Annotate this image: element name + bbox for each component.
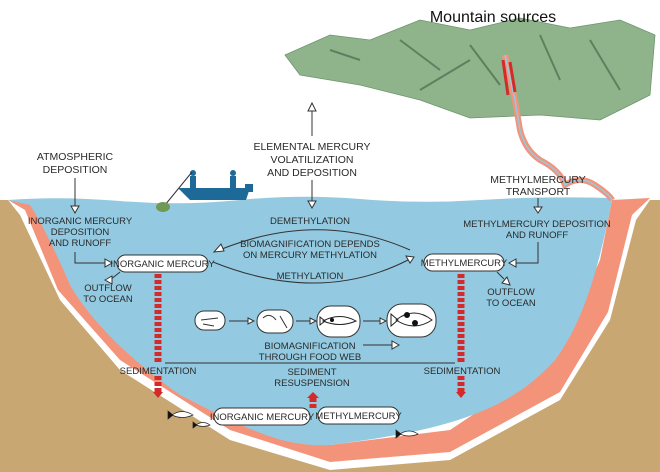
small-fish-icon bbox=[319, 315, 358, 327]
inorganic-mercury-sediment-label: INORGANIC MERCURY bbox=[210, 412, 315, 423]
invertebrate-node bbox=[256, 309, 294, 334]
mountains bbox=[284, 17, 656, 121]
inorganic-mercury-node bbox=[116, 254, 209, 273]
methylmercury-node bbox=[423, 253, 505, 272]
methylmercury-sediment-node bbox=[317, 406, 400, 425]
inorganic-mercury-sediment-node bbox=[213, 407, 311, 426]
mercury-vein bbox=[501, 59, 517, 96]
right-arrowhead-icon bbox=[391, 340, 401, 350]
methyl-runoff-label-1: METHYLMERCURY DEPOSITION bbox=[463, 219, 611, 230]
down-arrowhead-icon bbox=[533, 206, 543, 214]
fishing-boat bbox=[178, 170, 253, 200]
biomag-depends-label-1: BIOMAGNIFICATION DEPENDS bbox=[240, 239, 380, 250]
methyl-transport-label-2: TRANSPORT bbox=[506, 186, 571, 198]
right-arrowhead-icon bbox=[379, 317, 388, 325]
sedimentation-left-label: SEDIMENTATION bbox=[120, 366, 197, 377]
methyl-runoff-arrow bbox=[515, 242, 539, 264]
demethylation-label: DEMETHYLATION bbox=[270, 216, 350, 227]
resuspension-label-2: RESUSPENSION bbox=[274, 378, 350, 389]
inorganic-runoff-label-2: DEPOSITION bbox=[51, 227, 110, 238]
left-arrowhead-icon bbox=[507, 258, 517, 268]
lake-bed-sand bbox=[0, 200, 660, 472]
runoff-arrow bbox=[74, 252, 106, 264]
methyl-transport-label-1: METHYLMERCURY bbox=[490, 174, 585, 186]
up-arrowhead-icon bbox=[307, 101, 317, 112]
right-arrowhead-icon bbox=[104, 258, 114, 268]
elemental-label-2: VOLATILIZATION bbox=[270, 154, 353, 166]
bottom-fish-icon bbox=[167, 410, 419, 439]
atmospheric-label-2: DEPOSITION bbox=[43, 164, 108, 176]
inorganic-runoff-label-1: INORGANIC MERCURY bbox=[28, 216, 133, 227]
down-arrowhead-icon bbox=[456, 392, 466, 398]
right-arrowhead-icon bbox=[405, 255, 415, 264]
down-right-arrowhead-icon bbox=[501, 276, 511, 286]
down-arrowhead-icon bbox=[70, 205, 80, 215]
atmospheric-label-1: ATMOSPHERIC bbox=[37, 151, 114, 163]
methylation-label: METHYLATION bbox=[277, 271, 344, 282]
mountain-ridges bbox=[329, 34, 621, 91]
invertebrate-icon bbox=[262, 314, 288, 329]
methylation-arrow bbox=[212, 259, 409, 284]
right-arrowhead-icon bbox=[309, 317, 318, 325]
methylmercury-node-label: METHYLMERCURY bbox=[421, 258, 508, 269]
up-arrowhead-icon bbox=[307, 392, 319, 398]
left-arrowhead-icon bbox=[212, 243, 225, 253]
jumping-fish bbox=[156, 202, 170, 212]
plankton-icon bbox=[200, 317, 219, 327]
biomag-depends-label-2: ON MERCURY METHYLATION bbox=[243, 250, 377, 261]
outflow-left-label-2: TO OCEAN bbox=[83, 294, 133, 305]
river-channel bbox=[504, 54, 613, 201]
methyl-runoff-label-2: AND RUNOFF bbox=[506, 230, 568, 241]
down-arrowhead-icon bbox=[307, 200, 317, 210]
right-arrowhead-icon bbox=[247, 317, 256, 325]
inorganic-runoff-label-3: AND RUNOFF bbox=[49, 238, 111, 249]
large-fish-icon bbox=[390, 312, 433, 328]
biomag-foodweb-label-2: THROUGH FOOD WEB bbox=[259, 352, 361, 363]
outflow-left-label-1: OUTFLOW bbox=[84, 283, 132, 294]
down-left-arrowhead-icon bbox=[103, 275, 113, 285]
outflow-right-label-2: TO OCEAN bbox=[486, 298, 536, 309]
outflow-right-arrow bbox=[496, 271, 505, 280]
methylmercury-sediment-label: METHYLMERCURY bbox=[315, 411, 402, 422]
biomag-foodweb-label-1: BIOMAGNIFICATION bbox=[264, 341, 355, 352]
fishing-line bbox=[164, 171, 193, 206]
resuspension-label-1: SEDIMENT bbox=[287, 367, 336, 378]
elemental-label-3: AND DEPOSITION bbox=[267, 167, 357, 179]
plankton-node bbox=[194, 310, 226, 331]
sedimentation-right-label: SEDIMENTATION bbox=[424, 366, 501, 377]
demethylation-arrow bbox=[221, 229, 411, 251]
title: Mountain sources bbox=[430, 9, 556, 26]
down-arrowhead-icon bbox=[153, 392, 163, 398]
outflow-right-label-1: OUTFLOW bbox=[487, 287, 535, 298]
elemental-label-1: ELEMENTAL MERCURY bbox=[253, 141, 370, 153]
inorganic-mercury-node-label: INORGANIC MERCURY bbox=[110, 259, 215, 270]
